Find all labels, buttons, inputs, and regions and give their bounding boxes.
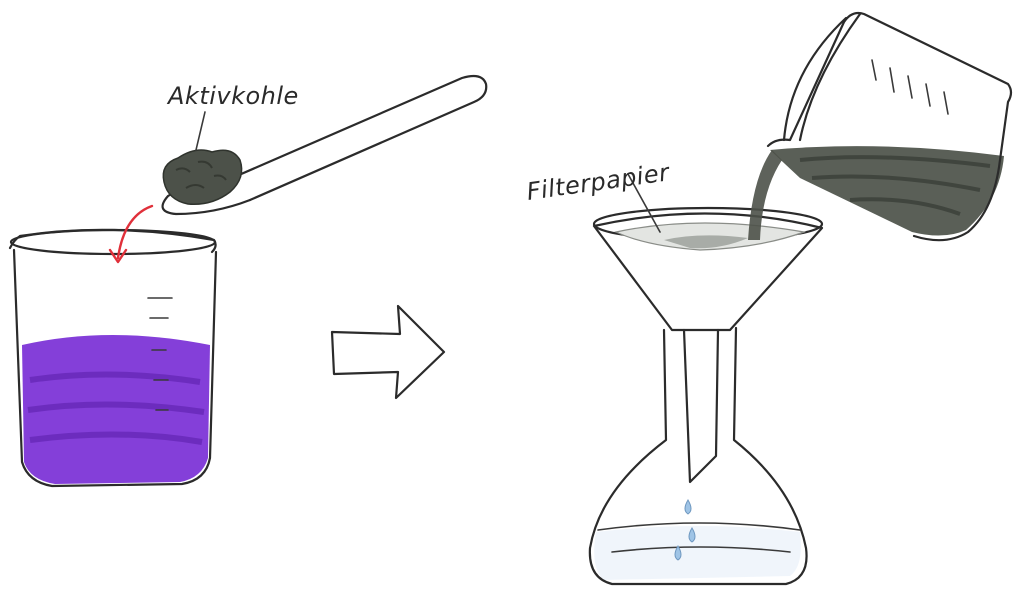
erlenmeyer-flask bbox=[590, 328, 807, 584]
beaker-rim bbox=[11, 230, 215, 254]
activated-charcoal bbox=[163, 150, 241, 204]
process-arrow bbox=[332, 306, 444, 398]
pouring-beaker-rim bbox=[784, 14, 860, 140]
spoon-with-charcoal: Aktivkohle bbox=[163, 76, 487, 214]
funnel bbox=[594, 208, 822, 482]
charcoal-label-pointer bbox=[196, 112, 205, 150]
filter-paper-label: Filterpapier bbox=[525, 158, 673, 206]
charcoal-label: Aktivkohle bbox=[166, 82, 299, 110]
water-drop bbox=[685, 500, 691, 514]
pouring-beaker bbox=[748, 13, 1011, 240]
pouring-beaker-graduations bbox=[872, 60, 948, 114]
beaker-with-violet-solution bbox=[10, 230, 216, 486]
funnel-stem bbox=[684, 330, 718, 482]
flask-filtrate bbox=[594, 526, 801, 580]
